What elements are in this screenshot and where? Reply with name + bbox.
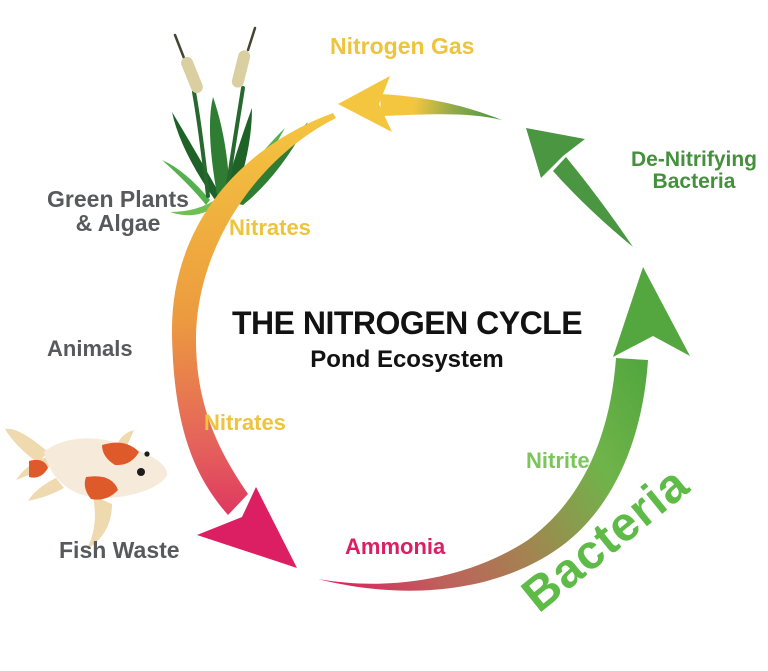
arrowhead-denitrifying	[526, 128, 585, 178]
label-ammonia: Ammonia	[345, 534, 446, 559]
label-nitrates-bottom: Nitrates	[204, 410, 286, 435]
diagram-title: THE NITROGEN CYCLE	[231, 305, 583, 341]
cattail-stem	[192, 90, 210, 198]
koi-orange-patch	[102, 442, 139, 466]
cattail-leaf	[162, 160, 210, 205]
cattail-catkin	[231, 50, 251, 88]
koi-orange-patch	[29, 459, 48, 478]
cattail-spike	[173, 33, 186, 60]
arc-bacteria-up	[318, 358, 648, 591]
label-fish-waste: Fish Waste	[59, 537, 180, 563]
nitrogen-gas-arrow-body	[380, 94, 502, 120]
arrowhead-up	[613, 267, 690, 357]
label-denitrifying-line1: De-Nitrifying	[631, 148, 757, 171]
nitrogen-gas-arrow	[338, 76, 502, 132]
label-nitrite: Nitrite	[526, 448, 590, 473]
arrowhead-nitrogen-gas	[338, 76, 392, 132]
koi-fin	[86, 496, 112, 550]
koi-orange-patch	[84, 476, 118, 500]
denitrifying-arrow	[526, 128, 633, 247]
label-nitrogen-gas: Nitrogen Gas	[330, 33, 475, 59]
cattail-leaf	[209, 97, 230, 200]
koi-eye	[144, 451, 150, 457]
cattail-catkin	[181, 56, 203, 94]
arrowhead-ammonia	[197, 487, 297, 568]
label-green-plants-algae: Green Plants & Algae	[46, 186, 190, 236]
cattail-spike	[246, 26, 257, 52]
arc-nitrates-down	[171, 113, 336, 515]
denitrifying-arrow-body	[553, 157, 633, 247]
koi-fish-illustration	[5, 428, 168, 550]
label-green-plants-line2: & Algae	[75, 209, 161, 236]
label-denitrifying-line2: Bacteria	[652, 169, 736, 193]
cattail-leaf	[172, 112, 222, 200]
koi-eye	[137, 468, 145, 476]
cattail-stem	[225, 86, 245, 194]
koi-fin	[28, 478, 64, 501]
diagram-subtitle: Pond Ecosystem	[310, 346, 504, 373]
koi-tail-fin	[5, 428, 48, 463]
label-denitrifying-bacteria: De-Nitrifying Bacteria	[620, 149, 768, 193]
label-nitrates-top: Nitrates	[229, 215, 311, 240]
label-animals: Animals	[47, 336, 133, 361]
label-green-plants-line1: Green Plants	[47, 186, 189, 212]
